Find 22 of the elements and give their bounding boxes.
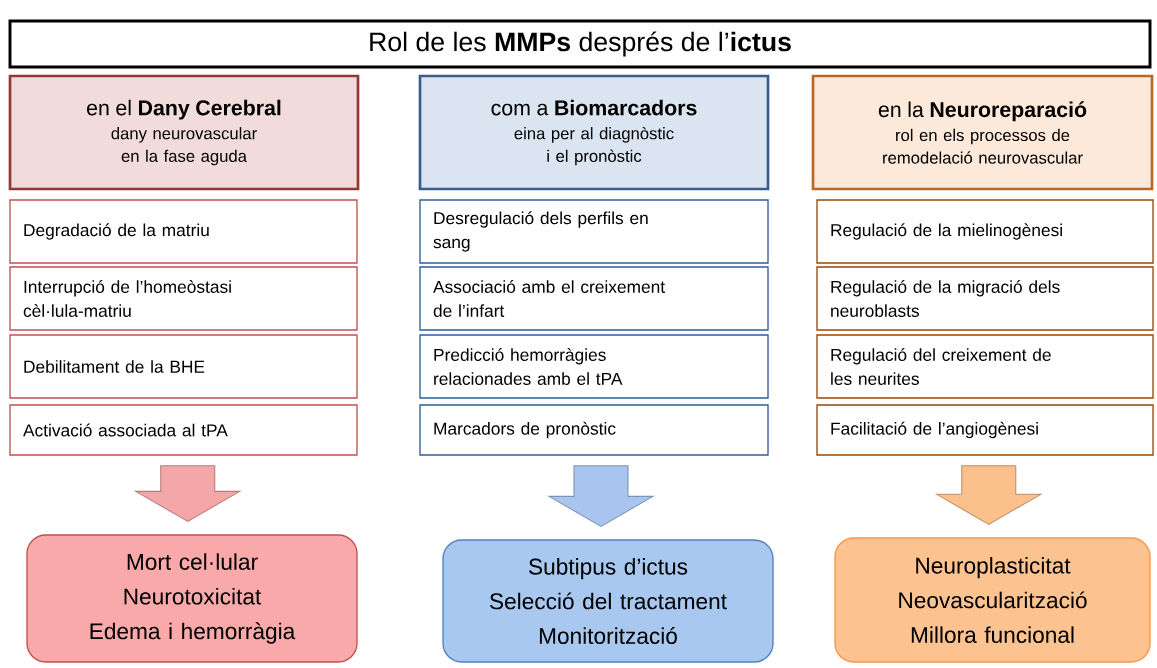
title-box: Rol de les MMPs després de l’ictus	[8, 19, 1152, 69]
item-box: Predicció hemorràgies relacionades amb el tPA	[419, 334, 769, 399]
block-arrow	[934, 465, 1043, 525]
outcome-box: Subtipus d’ictus Selecció del tractament Monitorització	[442, 539, 774, 663]
item-box: Desregulació dels perfils en sang	[419, 199, 769, 264]
item-box: Regulació de la mielinogènesi	[816, 199, 1154, 264]
header-box: com a Biomarcadors eina per al diagnòstic i el pronòstic	[418, 74, 770, 191]
header-box: en la Neuroreparació rol en els processos de remodelació neurovascular	[811, 74, 1154, 191]
outcome-box: Mort cel·lular Neurotoxicitat Edema i hemorràgia	[26, 534, 358, 663]
item-box: Facilitació de l’angiogènesi	[816, 404, 1154, 456]
item-box: Activació associada al tPA	[9, 404, 358, 456]
item-box: Marcadors de pronòstic	[419, 404, 769, 456]
block-arrow	[133, 465, 242, 522]
item-box: Regulació de la migració dels neuroblasts	[816, 266, 1154, 331]
item-box: Debilitament de la BHE	[9, 334, 358, 399]
outcome-box: Neuroplasticitat Neovascularització Millora funcional	[834, 537, 1151, 663]
item-box: Associació amb el creixement de l’infart	[419, 266, 769, 331]
item-box: Regulació del creixement de les neurites	[816, 334, 1154, 399]
block-arrow	[547, 465, 655, 527]
item-box: Degradació de la matriu	[9, 199, 358, 264]
header-box: en el Dany Cerebral dany neurovascular en la fase aguda	[8, 74, 360, 191]
item-box: Interrupció de l’homeòstasi cèl·lula-matriu	[9, 266, 358, 331]
